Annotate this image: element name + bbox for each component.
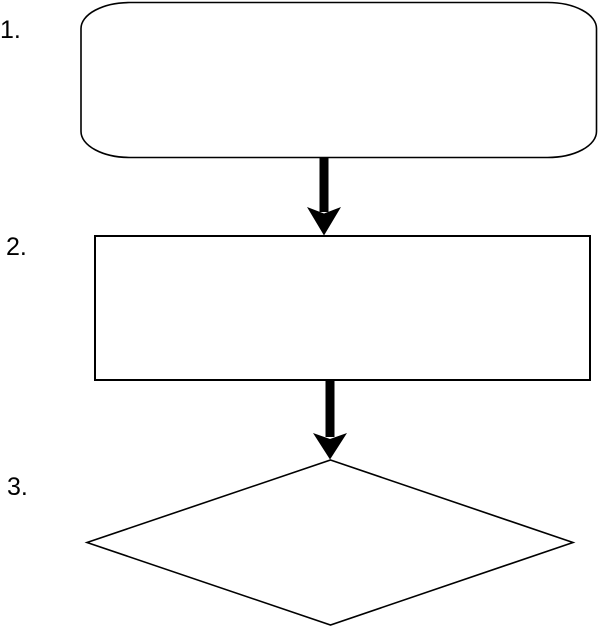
arrow-down-1 xyxy=(307,157,341,236)
terminator-shape xyxy=(80,1,598,159)
arrow-down-2 xyxy=(313,379,347,460)
step-2-label: 2. xyxy=(6,233,27,261)
step-1-label: 1. xyxy=(0,16,21,44)
arrow-2-head xyxy=(313,433,347,460)
step-3-label: 3. xyxy=(7,473,28,501)
decision-shape xyxy=(84,459,576,626)
arrow-1-head xyxy=(307,207,341,236)
process-shape xyxy=(94,235,591,381)
